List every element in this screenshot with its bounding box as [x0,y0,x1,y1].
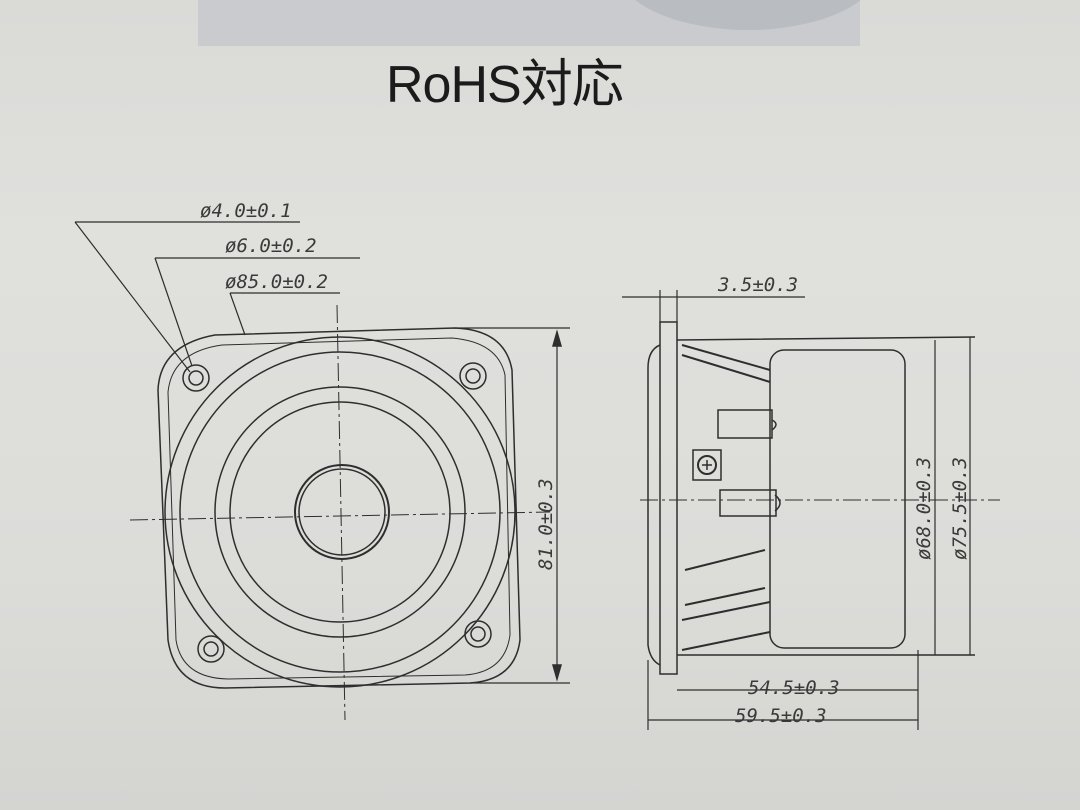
product-photo-strip [198,0,878,46]
dim-magnet-diameter: ø68.0±0.3 [913,457,935,560]
rohs-title: RoHS対応 [386,56,624,114]
dim-depth-inner: 54.5±0.3 [748,677,840,699]
dim-depth-total: 59.5±0.3 [735,705,827,727]
dim-frame-diameter: ø75.5±0.3 [949,457,971,560]
dim-flange-thickness: 3.5±0.3 [717,274,798,296]
dim-counterbore: ø6.0±0.2 [225,235,317,257]
side-view [622,290,1000,730]
mounting-holes [182,362,492,663]
dim-pitch-circle: ø85.0±0.2 [225,271,328,293]
front-view [74,221,570,721]
dim-height: 81.0±0.3 [535,478,557,570]
dim-mounting-hole: ø4.0±0.1 [200,200,292,222]
